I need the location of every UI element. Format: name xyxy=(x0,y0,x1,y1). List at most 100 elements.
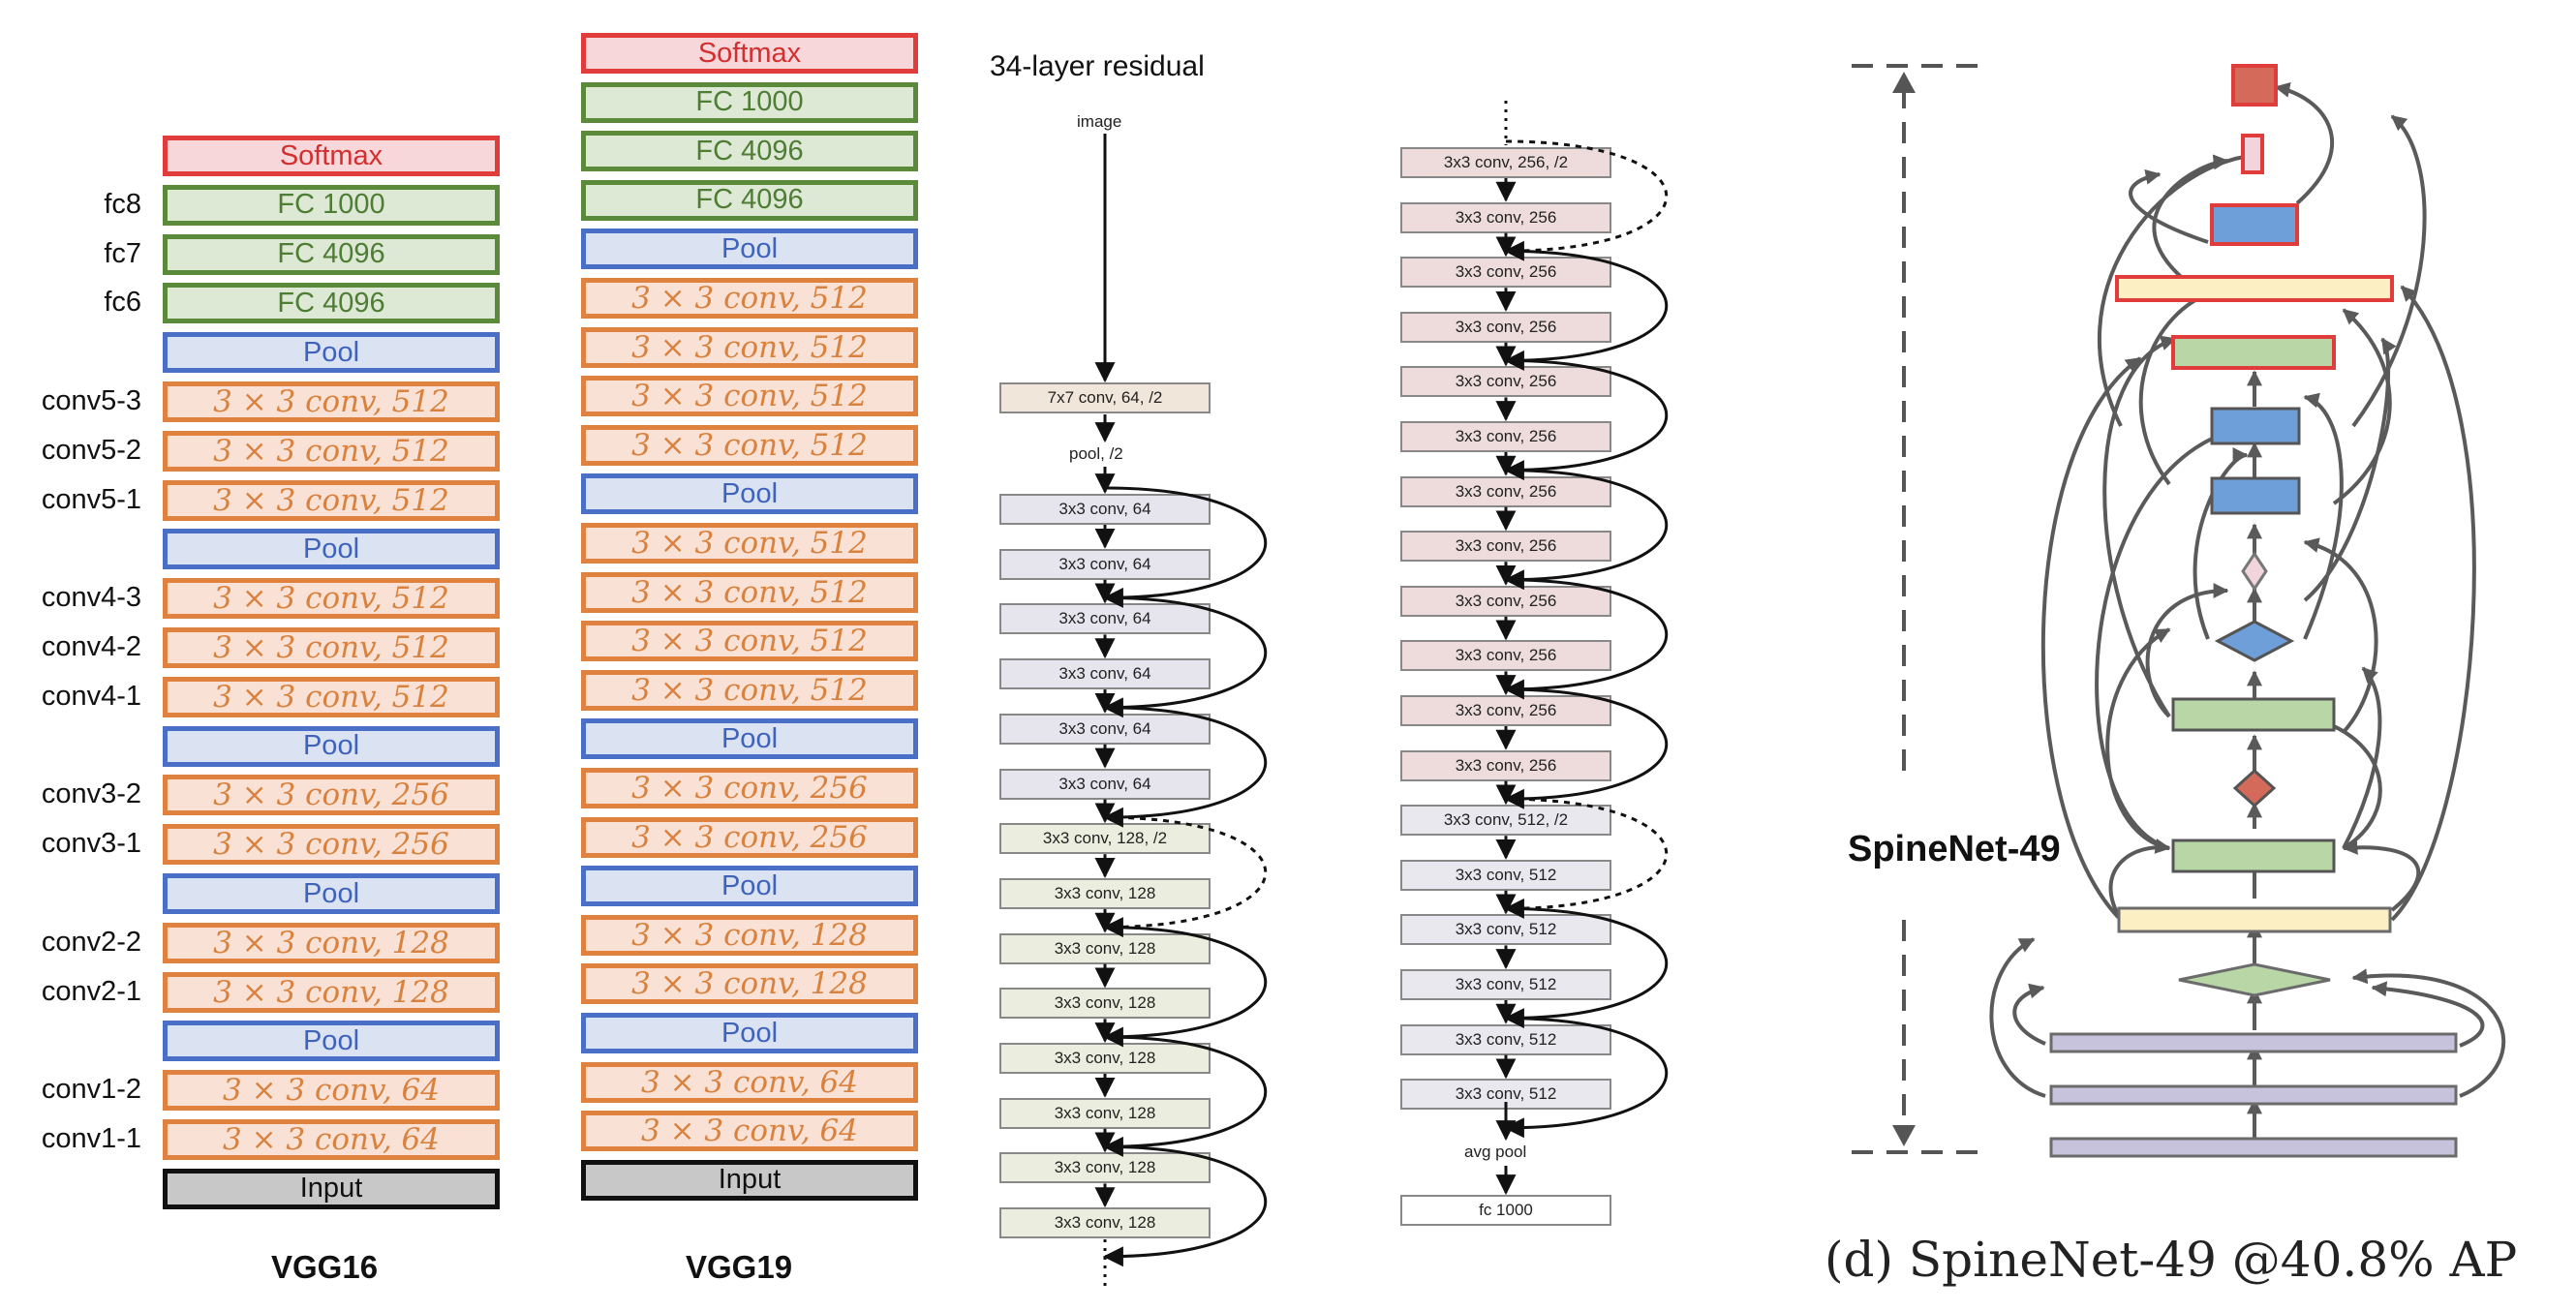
vgg19-layer-fc: FC 4096 xyxy=(581,179,918,221)
vgg16-layer-name: conv3-1 xyxy=(41,828,141,860)
vgg16-layer-name: conv2-1 xyxy=(41,975,141,1007)
col2-conv-box: 3x3 conv, 256 xyxy=(1400,640,1611,672)
vgg16-layer-conv: 3 × 3 conv, 256 xyxy=(163,775,500,816)
vgg16-layer-pool: Pool xyxy=(163,1021,500,1062)
col2-conv-box: 3x3 conv, 512 xyxy=(1400,1023,1611,1055)
col2-conv-box: 3x3 conv, 512 xyxy=(1400,914,1611,946)
vgg19-layer-pool: Pool xyxy=(581,229,918,270)
vgg19-layer-pool: Pool xyxy=(581,1013,918,1053)
col1-conv-box: 3x3 conv, 64 xyxy=(999,494,1211,525)
spinenet-node-blue-1 xyxy=(2210,476,2301,515)
vgg19-layer-conv: 3 × 3 conv, 128 xyxy=(581,914,918,956)
vgg16-layer-name: fc8 xyxy=(104,188,141,220)
col2-conv-box: 3x3 conv, 256 xyxy=(1400,421,1611,452)
col2-conv-box: 3x3 conv, 512 xyxy=(1400,1079,1611,1111)
vgg16-layer-name: conv1-1 xyxy=(41,1123,141,1154)
spinenet-node-blue-diamond xyxy=(2214,620,2295,662)
vgg19-layer-input: Input xyxy=(581,1159,918,1201)
resnet-stem-conv: 7x7 conv, 64, /2 xyxy=(999,382,1211,413)
col1-conv-box: 3x3 conv, 128 xyxy=(999,877,1211,909)
vgg16-layer-name: fc6 xyxy=(104,287,141,319)
vgg16-layer-conv: 3 × 3 conv, 512 xyxy=(163,430,500,472)
vgg19-layer-conv: 3 × 3 conv, 256 xyxy=(581,816,918,858)
col1-conv-box: 3x3 conv, 128, /2 xyxy=(999,823,1211,855)
vgg19-layer-conv: 3 × 3 conv, 512 xyxy=(581,278,918,319)
vgg16-layer-name: conv5-1 xyxy=(41,483,141,515)
vgg19-layer-conv: 3 × 3 conv, 512 xyxy=(581,621,918,662)
resnet-pool-label: pool, /2 xyxy=(1069,444,1123,463)
col2-conv-box: 3x3 conv, 512 xyxy=(1400,859,1611,891)
vgg16-layer-input: Input xyxy=(163,1168,500,1209)
spinenet-node-blue-red-outline xyxy=(2210,203,2299,246)
vgg16-layer-name: conv2-2 xyxy=(41,926,141,958)
vgg16-layer-name: conv4-1 xyxy=(41,680,141,712)
vgg16-layer-fc: FC 4096 xyxy=(163,283,500,324)
spinenet-edges xyxy=(1989,81,2506,1139)
vgg19-layer-pool: Pool xyxy=(581,866,918,907)
vgg16-layer-fc: FC 1000 xyxy=(163,184,500,226)
col2-conv-box: 3x3 conv, 256 xyxy=(1400,475,1611,507)
col2-conv-box: 3x3 conv, 256 xyxy=(1400,366,1611,398)
col1-conv-box: 3x3 conv, 64 xyxy=(999,713,1211,745)
vgg16-layer-conv: 3 × 3 conv, 64 xyxy=(163,1070,500,1112)
vgg19-layer-conv: 3 × 3 conv, 512 xyxy=(581,376,918,417)
resnet-fc-box: fc 1000 xyxy=(1400,1195,1611,1226)
spinenet-stem-block-1 xyxy=(2049,1137,2458,1158)
vgg16-layer-conv: 3 × 3 conv, 512 xyxy=(163,479,500,521)
col2-conv-box: 3x3 conv, 512, /2 xyxy=(1400,805,1611,837)
vgg16-layer-name: conv4-2 xyxy=(41,631,141,662)
col1-conv-box: 3x3 conv, 128 xyxy=(999,988,1211,1020)
col2-conv-box: 3x3 conv, 256 xyxy=(1400,201,1611,233)
col2-conv-box: 3x3 conv, 256 xyxy=(1400,749,1611,781)
vgg16-layer-conv: 3 × 3 conv, 512 xyxy=(163,381,500,422)
vgg16-layer-pool: Pool xyxy=(163,873,500,914)
col1-conv-box: 3x3 conv, 128 xyxy=(999,1043,1211,1074)
spinenet-node-green-red-outline xyxy=(2171,335,2336,370)
vgg19-layer-softmax: Softmax xyxy=(581,33,918,74)
vgg16-caption: VGG16 xyxy=(271,1249,379,1285)
col1-conv-box: 3x3 conv, 64 xyxy=(999,548,1211,580)
vgg19-layer-pool: Pool xyxy=(581,718,918,760)
spinenet-down-arrowhead xyxy=(1892,1125,1916,1146)
vgg16-layer-name: conv5-3 xyxy=(41,385,141,416)
col2-conv-box: 3x3 conv, 256, /2 xyxy=(1400,147,1611,178)
vgg16-layer-conv: 3 × 3 conv, 256 xyxy=(163,824,500,866)
vgg19-layer-fc: FC 4096 xyxy=(581,131,918,172)
spinenet-node-top-red xyxy=(2231,64,2278,107)
vgg16-layer-conv: 3 × 3 conv, 512 xyxy=(163,578,500,620)
vgg19-layer-fc: FC 1000 xyxy=(581,81,918,123)
spinenet-node-pink-diamond xyxy=(2241,551,2268,592)
col2-conv-box: 3x3 conv, 256 xyxy=(1400,311,1611,343)
vgg19-layer-conv: 3 × 3 conv, 64 xyxy=(581,1061,918,1103)
vgg16-layer-conv: 3 × 3 conv, 128 xyxy=(163,922,500,963)
vgg16-layer-name: fc7 xyxy=(104,237,141,269)
vgg16-layer-pool: Pool xyxy=(163,725,500,767)
vgg16-layer-pool: Pool xyxy=(163,529,500,570)
col2-conv-box: 3x3 conv, 512 xyxy=(1400,969,1611,1000)
vgg16-layer-softmax: Softmax xyxy=(163,136,500,176)
col2-conv-box: 3x3 conv, 256 xyxy=(1400,531,1611,563)
vgg16-layer-conv: 3 × 3 conv, 512 xyxy=(163,627,500,668)
vgg16-layer-name: conv3-2 xyxy=(41,778,141,810)
col2-conv-box: 3x3 conv, 256 xyxy=(1400,257,1611,289)
spinenet-node-pink-red-outline xyxy=(2241,134,2264,174)
col2-conv-box: 3x3 conv, 256 xyxy=(1400,695,1611,726)
vgg19-layer-conv: 3 × 3 conv, 128 xyxy=(581,963,918,1005)
spinenet-node-diamond-green-wide xyxy=(2178,962,2331,997)
vgg19-layer-conv: 3 × 3 conv, 512 xyxy=(581,523,918,564)
spinenet-node-yellow-red-outline xyxy=(2115,275,2394,302)
vgg16-layer-name: conv1-2 xyxy=(41,1074,141,1106)
vgg19-layer-conv: 3 × 3 conv, 512 xyxy=(581,571,918,613)
spinenet-node-green-1 xyxy=(2171,838,2336,873)
spinenet-stem-block-2 xyxy=(2049,1084,2458,1106)
vgg19-layer-pool: Pool xyxy=(581,473,918,515)
vgg19-caption: VGG19 xyxy=(686,1249,793,1285)
vgg16-layer-name: conv4-3 xyxy=(41,582,141,614)
spinenet-stem-block-3 xyxy=(2049,1032,2458,1053)
vgg19-layer-conv: 3 × 3 conv, 512 xyxy=(581,669,918,711)
col1-conv-box: 3x3 conv, 128 xyxy=(999,1097,1211,1129)
col1-conv-box: 3x3 conv, 128 xyxy=(999,1207,1211,1239)
spinenet-node-green-2 xyxy=(2171,697,2336,732)
vgg16-layer-conv: 3 × 3 conv, 512 xyxy=(163,676,500,717)
col1-conv-box: 3x3 conv, 64 xyxy=(999,603,1211,635)
